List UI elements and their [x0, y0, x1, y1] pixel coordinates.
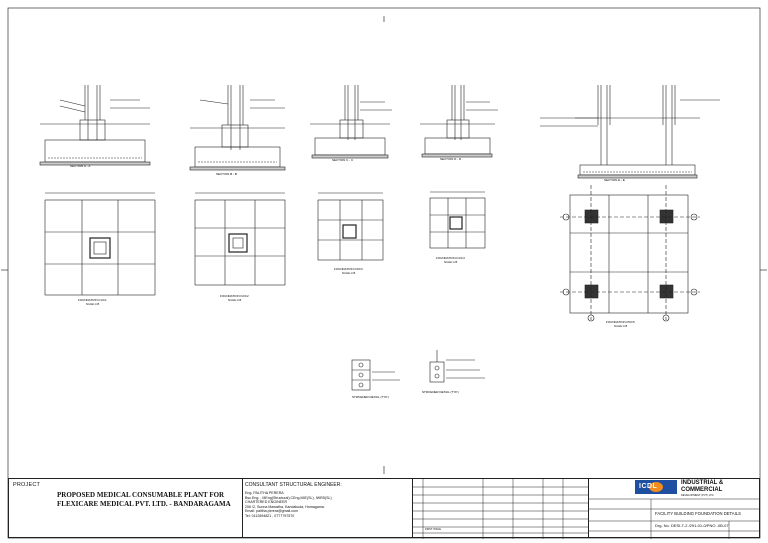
consultant-line-5: Email: palitha.perera@gmail.com	[245, 509, 298, 513]
foundation-f3-label: FOUNDATION F3/C3	[334, 267, 363, 271]
consultant-line-2: Bsc.Eng. , MEng(Structural),CEng,MIE(SL)…	[245, 495, 332, 500]
stiffener-detail-2	[429, 350, 485, 383]
foundation-f3-scale: SCALE 1:25	[342, 272, 356, 275]
section-d-label: SECTION D - D	[440, 157, 462, 161]
section-a-drawing	[39, 85, 151, 166]
foundation-f5-label: FOUNDATION F5/C5	[606, 320, 635, 324]
consultant-cell: CONSULTANT STRUCTURAL ENGINEER: Eng. PAL…	[243, 479, 413, 537]
section-c-drawing	[310, 85, 392, 159]
consultant-line-1: Eng. PALITHA PERERA	[245, 491, 284, 495]
project-name-line1: PROPOSED MEDICAL CONSUMABLE PLANT FOR	[57, 491, 225, 499]
revision-table: FIRST ISSUE	[413, 479, 589, 539]
stiffener-detail-2-label: STIFFENER DETAIL (TYP.)	[422, 390, 459, 394]
drawing-info-grid	[589, 498, 759, 539]
foundation-f2-scale: SCALE 1:25	[228, 299, 242, 302]
logo-text: ICDL	[639, 483, 658, 490]
foundation-f1-scale: SCALE 1:25	[86, 303, 100, 306]
foundation-f3-plan	[317, 192, 384, 261]
section-a-label: SECTION A - A	[70, 164, 90, 168]
consultant-line-6: Tel: 0112894821 , 0777797570	[245, 513, 295, 518]
section-d-drawing	[420, 85, 498, 158]
foundation-f5-scale: SCALE 1:25	[614, 325, 628, 328]
company-name-line1: INDUSTRIAL &	[681, 480, 724, 486]
project-name-line2: FLEXICARE MEDICAL PVT. LTD. - BANDARAGAM…	[57, 500, 231, 508]
title-block: PROJECT PROPOSED MEDICAL CONSUMABLE PLAN…	[8, 478, 760, 539]
stiffener-detail-1-label: STIFFENER DETAIL (TYP.)	[352, 395, 389, 399]
company-logo: ICDL	[635, 480, 677, 494]
section-e-label: SECTION E - E	[604, 178, 625, 182]
foundation-f4-label: FOUNDATION F4/C4	[436, 256, 465, 260]
section-c-label: SECTION C - C	[332, 158, 354, 162]
foundation-f2-plan	[194, 192, 286, 286]
project-cell: PROJECT PROPOSED MEDICAL CONSUMABLE PLAN…	[9, 479, 243, 537]
consultant-line-3: CHARTERED ENGINEER	[245, 500, 288, 504]
consultant-title: CONSULTANT STRUCTURAL ENGINEER:	[245, 482, 342, 488]
logo-emblem-icon	[649, 482, 663, 492]
project-label: PROJECT	[13, 482, 41, 488]
foundation-f1-label: FOUNDATION F1/C1	[78, 298, 107, 302]
foundation-f2-label: FOUNDATION F2/C2	[220, 294, 249, 298]
project-name: PROPOSED MEDICAL CONSUMABLE PLANT FOR FL…	[57, 491, 247, 509]
drawing-title: FACILITY BUILDING FOUNDATION DETAILS	[655, 511, 741, 516]
company-cell: ICDL INDUSTRIAL & COMMERCIAL DEVELOPMENT…	[589, 479, 759, 539]
company-name-line2: COMMERCIAL	[681, 487, 723, 493]
drawing-number: Drg. No. DESI-T-2 /291-01-0/PNO -0B-07	[655, 523, 729, 528]
foundation-f1-plan	[44, 192, 156, 296]
company-sub: DEVELOPMENT (PVT) LTD.	[681, 494, 715, 497]
section-e-drawing	[540, 85, 720, 179]
consultant-line-4: 206 /2, Sunna Mawatha, Kandakuda, Homaga…	[245, 504, 325, 509]
sheet-border	[7, 7, 761, 539]
foundation-f5-plan	[560, 185, 700, 322]
foundation-f4-scale: SCALE 1:25	[444, 261, 458, 264]
revision-grid	[413, 479, 589, 539]
section-b-drawing	[189, 85, 286, 171]
stiffener-detail-1	[351, 359, 400, 391]
section-b-label: SECTION B - B	[216, 172, 237, 176]
revision-first-issue: FIRST ISSUE	[425, 528, 441, 531]
foundation-f4-plan	[429, 191, 486, 249]
